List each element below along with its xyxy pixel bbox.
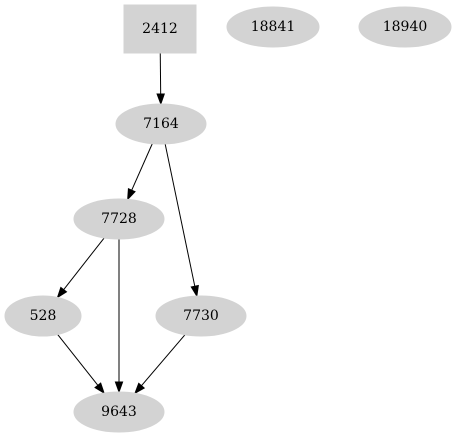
edges-layer [56, 52, 199, 395]
node-label: 18841 [251, 19, 296, 35]
node-label: 7728 [101, 211, 137, 227]
node-ellipse [115, 103, 207, 145]
node-9643: 9643 [73, 391, 165, 433]
node-ellipse [4, 295, 82, 337]
edge-7164-to-7730 [164, 143, 199, 298]
edge-line [164, 143, 196, 287]
edge-line [57, 334, 99, 386]
node-box [123, 4, 197, 54]
node-ellipse [73, 198, 165, 240]
node-label: 9643 [101, 404, 137, 420]
node-label: 2412 [142, 21, 178, 37]
node-7730: 7730 [155, 295, 247, 337]
edge-7730-to-9643 [134, 334, 186, 395]
nodes-layer: 2412 18841 18940 7164 7728 528 7730 9643 [4, 4, 452, 433]
node-ellipse [358, 6, 452, 48]
node-18940: 18940 [358, 6, 452, 48]
edge-7164-to-7728 [127, 143, 153, 201]
edge-line [131, 143, 153, 191]
node-ellipse [73, 391, 165, 433]
node-label: 7164 [143, 116, 179, 132]
edge-2412-to-7164 [156, 52, 165, 106]
node-7164: 7164 [115, 103, 207, 145]
edge-line [141, 334, 186, 387]
node-label: 7730 [183, 308, 219, 324]
node-ellipse [155, 295, 247, 337]
arrowhead [127, 188, 136, 201]
node-2412: 2412 [123, 4, 197, 54]
node-528: 528 [4, 295, 82, 337]
edge-7728-to-528 [56, 237, 105, 299]
arrowhead [156, 93, 165, 106]
edge-7728-to-9643 [114, 239, 124, 394]
node-ellipse [226, 6, 320, 48]
arrowhead [94, 382, 105, 395]
arrowhead [114, 381, 124, 394]
arrowhead [134, 382, 146, 395]
node-18841: 18841 [226, 6, 320, 48]
arrowhead [56, 286, 68, 299]
edge-line [63, 237, 105, 290]
node-label: 528 [30, 308, 57, 324]
node-label: 18940 [383, 19, 428, 35]
edge-528-to-9643 [57, 334, 105, 395]
arrowhead [190, 284, 199, 298]
node-7728: 7728 [73, 198, 165, 240]
